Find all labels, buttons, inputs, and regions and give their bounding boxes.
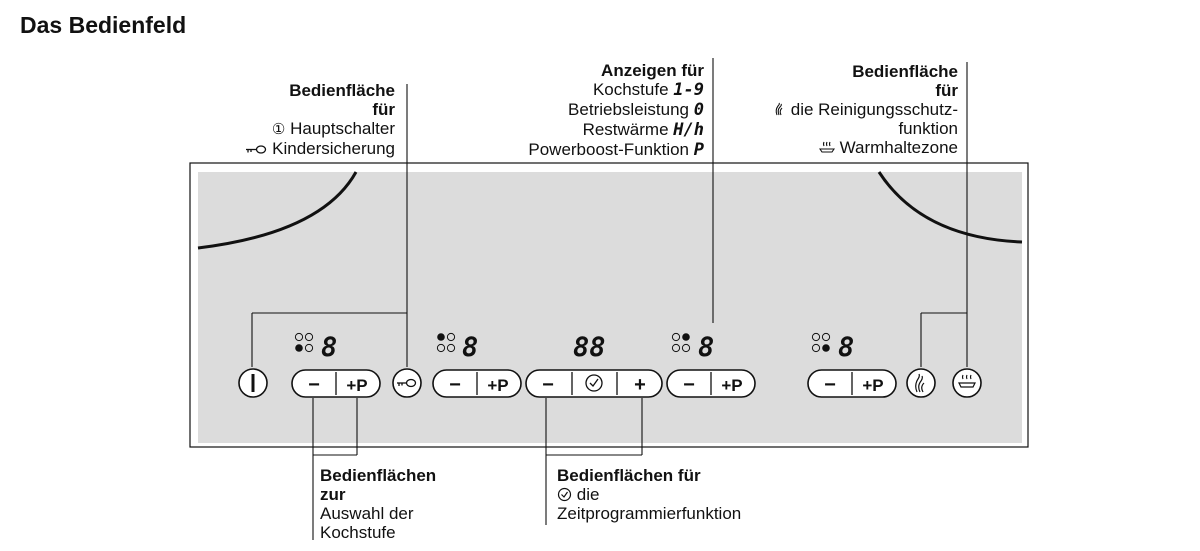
- callout-heading: Bedienfläche: [852, 62, 958, 81]
- cooking-level-display-2: 8: [462, 332, 478, 363]
- zone-indicator-front-right: [811, 332, 831, 353]
- plus-p-button[interactable]: +P: [862, 376, 883, 395]
- timer-plus-button[interactable]: +: [634, 374, 646, 396]
- callout-heading: Bedienflächen: [320, 466, 437, 485]
- callout-line: Kindersicherung: [200, 139, 395, 158]
- warming-zone-icon: [958, 374, 976, 388]
- timer-minus-button[interactable]: −: [542, 374, 554, 396]
- callout-line: Kochstufe: [320, 523, 396, 542]
- cooking-level-display-1: 8: [321, 332, 337, 363]
- callout-line: Betriebsleistung 0: [568, 100, 704, 120]
- timer-display: 88: [573, 332, 606, 363]
- callout-cleaning: Bedienfläche für die Reinigungsschutz- f…: [700, 62, 958, 157]
- callout-line: ① Hauptschalter: [271, 119, 395, 138]
- display-symbol: 1-9: [673, 80, 704, 100]
- zone-3-control[interactable]: − +P: [666, 369, 756, 398]
- callout-heading: Anzeigen für: [601, 61, 704, 80]
- minus-button[interactable]: −: [308, 374, 320, 396]
- minus-button[interactable]: −: [449, 374, 461, 396]
- callout-line: Powerboost-Funktion P: [528, 140, 704, 160]
- zone-4-control[interactable]: − +P: [807, 369, 897, 398]
- callout-line: Kochstufe 1-9: [592, 80, 704, 100]
- cooking-level-display-3: 8: [698, 332, 714, 363]
- callout-main-switch: Bedienfläche für ① Hauptschalter Kinders…: [200, 81, 395, 158]
- plus-p-button[interactable]: +P: [721, 376, 742, 395]
- zone-indicator-rear-left: [436, 332, 456, 353]
- plus-p-button[interactable]: +P: [346, 376, 367, 395]
- child-lock-button[interactable]: [392, 368, 422, 398]
- minus-button[interactable]: −: [824, 374, 836, 396]
- display-symbol: P: [693, 140, 704, 160]
- cleaning-protection-icon: [915, 373, 925, 393]
- callout-line: funktion: [898, 119, 958, 138]
- display-symbol: 0: [693, 100, 704, 120]
- panel-surface: [198, 172, 1022, 443]
- plus-p-button[interactable]: +P: [487, 376, 508, 395]
- timer-control[interactable]: − +: [525, 369, 663, 398]
- callout-heading: Bedienfläche: [289, 81, 395, 100]
- callout-heading: für: [935, 81, 958, 100]
- callout-timer: Bedienflächen für die Zeitprogrammierfun…: [557, 466, 797, 523]
- zone-indicator-rear-right: [671, 332, 691, 353]
- zone-indicator-front-left: [294, 332, 314, 353]
- cooking-level-display-4: 8: [838, 332, 854, 363]
- key-icon: [246, 145, 267, 154]
- zone-1-control[interactable]: − +P: [291, 369, 381, 398]
- cooking-zone-left: [197, 171, 358, 250]
- warming-zone-icon: [818, 141, 835, 153]
- callout-line: Auswahl der: [320, 504, 414, 523]
- cleaning-protection-icon: [775, 102, 783, 116]
- clock-icon[interactable]: [585, 374, 603, 392]
- callout-heading: für: [372, 100, 395, 119]
- main-switch-button[interactable]: [238, 368, 268, 398]
- zone-2-control[interactable]: − +P: [432, 369, 522, 398]
- power-icon: ①: [271, 121, 286, 138]
- cooking-zone-right: [877, 171, 1023, 244]
- callout-line: Restwärme H/h: [582, 120, 704, 140]
- callout-line: die: [557, 485, 797, 504]
- key-icon: [397, 378, 417, 388]
- callout-cooking-level: Bedienflächen zur Auswahl der Kochstufe: [320, 466, 490, 542]
- callout-line: Warmhaltezone: [700, 138, 958, 157]
- clock-icon: [557, 487, 572, 502]
- callout-line: die Reinigungsschutz-: [700, 100, 958, 119]
- callout-line: Zeitprogrammierfunktion: [557, 504, 742, 523]
- minus-button[interactable]: −: [683, 374, 695, 396]
- cleaning-protection-button[interactable]: [906, 368, 936, 398]
- callout-displays: Anzeigen für Kochstufe 1-9 Betriebsleist…: [440, 61, 704, 160]
- page-title: Das Bedienfeld: [20, 12, 187, 38]
- callout-heading: zur: [320, 485, 346, 504]
- warming-zone-button[interactable]: [952, 368, 982, 398]
- display-symbol: H/h: [673, 120, 704, 140]
- callout-heading: Bedienflächen für: [557, 466, 701, 485]
